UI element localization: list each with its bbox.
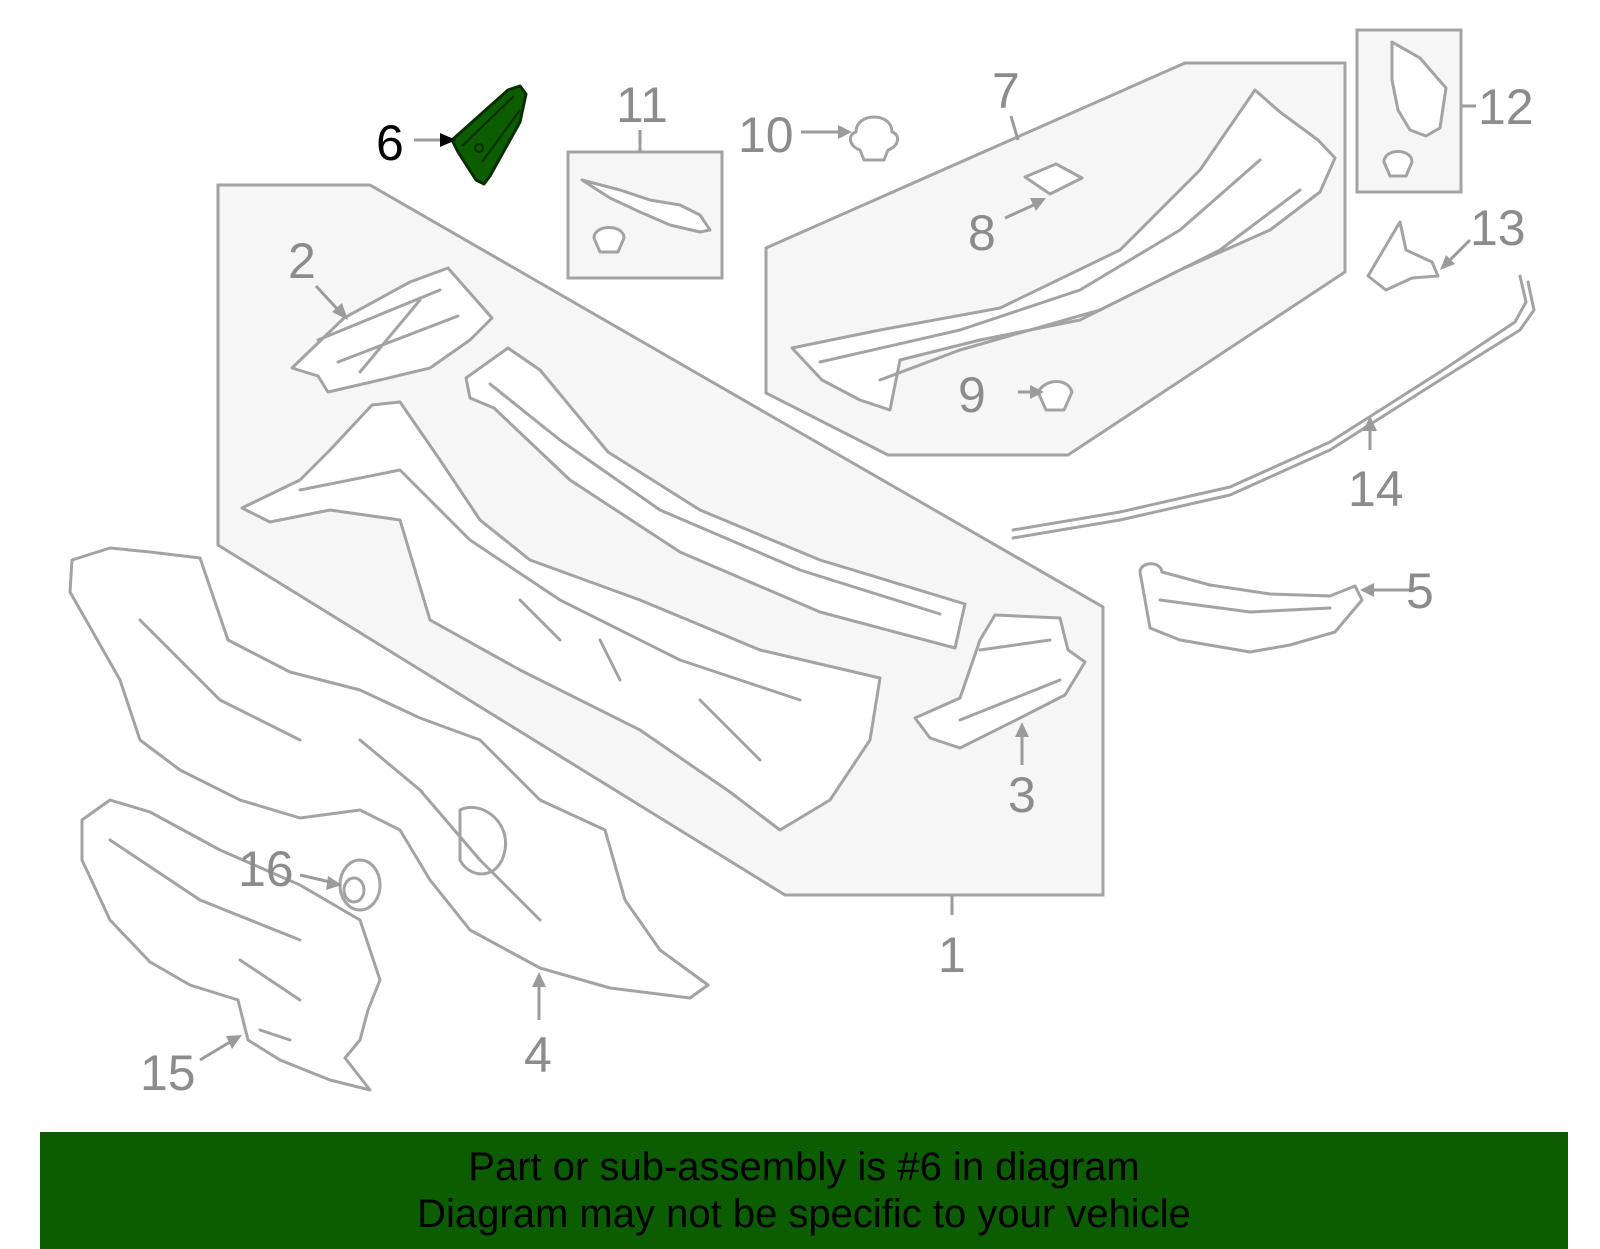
part-14-seal-strip[interactable] xyxy=(1011,274,1536,540)
banner-line-1: Part or sub-assembly is #6 in diagram xyxy=(468,1144,1140,1189)
part-11-seal[interactable] xyxy=(580,178,712,254)
part-12-bracket[interactable] xyxy=(1382,40,1448,178)
callout-7[interactable]: 7 xyxy=(992,63,1020,119)
part-13-bracket[interactable] xyxy=(1366,220,1440,292)
part-6-support-bracket[interactable] xyxy=(450,84,528,186)
part-1-cowl-lower-panel[interactable] xyxy=(240,400,882,832)
leader-lines xyxy=(199,104,1476,1062)
callout-6[interactable]: 6 xyxy=(376,115,404,171)
callout-5[interactable]: 5 xyxy=(1406,563,1434,619)
callout-9[interactable]: 9 xyxy=(958,367,986,423)
callout-2[interactable]: 2 xyxy=(288,233,316,289)
part-5-reinforcement[interactable] xyxy=(1138,562,1364,654)
part-15-insulator[interactable] xyxy=(80,798,382,1092)
callout-16[interactable]: 16 xyxy=(238,841,294,897)
part-1-cowl-upper-panel[interactable] xyxy=(464,346,967,650)
callout-15[interactable]: 15 xyxy=(140,1045,196,1101)
callout-3[interactable]: 3 xyxy=(1008,767,1036,823)
callout-8[interactable]: 8 xyxy=(968,205,996,261)
callout-1[interactable]: 1 xyxy=(938,927,966,983)
part-7-cowl-top-panel[interactable] xyxy=(790,88,1337,412)
callout-14[interactable]: 14 xyxy=(1348,461,1404,517)
callout-12[interactable]: 12 xyxy=(1478,79,1534,135)
callout-11[interactable]: 11 xyxy=(616,77,668,133)
part-16-grommet[interactable] xyxy=(338,858,382,912)
callout-4[interactable]: 4 xyxy=(524,1027,552,1083)
banner-line-2: Diagram may not be specific to your vehi… xyxy=(417,1191,1191,1236)
part-9-clip[interactable] xyxy=(1036,380,1074,412)
part-8-plug[interactable] xyxy=(1023,162,1084,196)
callout-10[interactable]: 10 xyxy=(738,107,794,163)
part-10-clip[interactable] xyxy=(849,115,899,162)
callout-13[interactable]: 13 xyxy=(1470,200,1526,256)
part-4-dash-panel[interactable] xyxy=(68,546,710,1000)
info-banner: Part or sub-assembly is #6 in diagram Di… xyxy=(40,1132,1568,1249)
callout-numbers: 6 2 11 10 7 8 9 12 13 14 5 3 1 4 16 15 xyxy=(140,63,1534,1101)
part-2-bracket[interactable] xyxy=(290,266,494,394)
part-3-bracket[interactable] xyxy=(913,613,1087,750)
